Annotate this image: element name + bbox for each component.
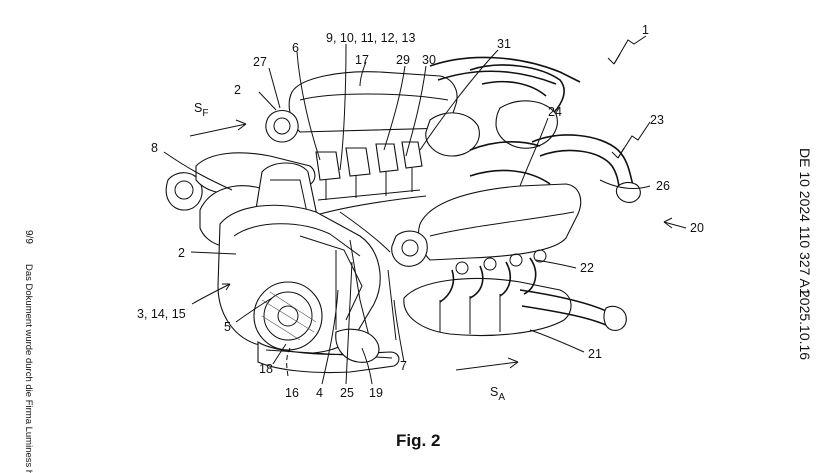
flow-exhaust-base: S	[490, 385, 498, 399]
flow-front-sub: F	[202, 108, 208, 119]
flow-front-base: S	[194, 101, 202, 115]
ref-21: 21	[588, 347, 602, 361]
ref-25: 25	[340, 386, 354, 400]
ref-26: 26	[656, 179, 670, 193]
flow-exhaust-label: SA	[490, 385, 505, 403]
ref-5: 5	[224, 320, 231, 334]
ref-27: 27	[253, 55, 267, 69]
left-margin-notice: Das Dokument wurde durch die Firma Lumin…	[23, 264, 34, 473]
ref-19: 19	[369, 386, 383, 400]
ref-31: 31	[497, 37, 511, 51]
ref-30: 30	[422, 53, 436, 67]
ref-2-top: 2	[234, 83, 241, 97]
sheet-number: 9/9	[23, 230, 34, 244]
ref-23: 23	[650, 113, 664, 127]
publication-number: DE 10 2024 110 327 A1	[797, 148, 813, 296]
ref-1: 1	[642, 23, 649, 37]
ref-7: 7	[400, 359, 407, 373]
ref-17: 17	[355, 53, 369, 67]
figure-caption: Fig. 2	[396, 431, 440, 450]
publication-date: 2025.10.16	[797, 290, 813, 360]
reference-numerals: 1 27 6 9, 10, 11, 12, 13 17 29 30 31 2 8…	[137, 23, 704, 403]
flow-front-label: SF	[194, 101, 208, 119]
flow-exhaust-sub: A	[498, 392, 505, 403]
flow-arrows	[189, 119, 519, 371]
ref-16: 16	[285, 386, 299, 400]
ref-20: 20	[690, 221, 704, 235]
ref-8: 8	[151, 141, 158, 155]
ref-22: 22	[580, 261, 594, 275]
ref-4: 4	[316, 386, 323, 400]
engine-drawing	[165, 56, 641, 374]
ref-29: 29	[396, 53, 410, 67]
ref-18: 18	[259, 362, 273, 376]
leader-lines	[163, 35, 687, 385]
ref-9-13: 9, 10, 11, 12, 13	[326, 31, 415, 45]
ref-2-mid: 2	[178, 246, 185, 260]
ref-6: 6	[292, 41, 299, 55]
ref-24: 24	[548, 105, 562, 119]
ref-3-14-15: 3, 14, 15	[137, 307, 186, 321]
